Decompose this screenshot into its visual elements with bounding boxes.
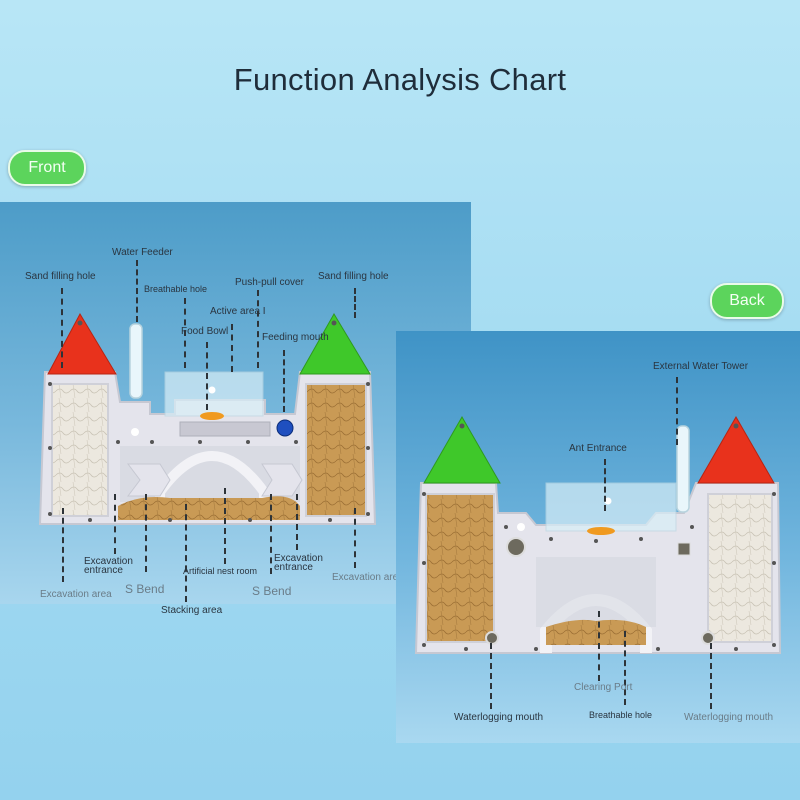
front-label-artificial-nest-room: Artificial nest room bbox=[183, 566, 258, 576]
back-leader-breathable bbox=[624, 631, 626, 705]
front-leader-food-bowl bbox=[206, 342, 208, 410]
front-leader-excavation-area-right bbox=[354, 508, 356, 568]
back-waterlogging-mouth-left-port bbox=[485, 631, 499, 645]
front-label-excavation-area-left: Excavation area bbox=[40, 589, 112, 600]
back-waterlogging-mouth-right-port bbox=[701, 631, 715, 645]
front-leader-water-feeder bbox=[136, 260, 138, 322]
front-formicarium-illustration bbox=[38, 312, 377, 525]
back-leader-waterlogging-right bbox=[710, 643, 712, 709]
back-side-port bbox=[677, 542, 691, 556]
back-leader-clearing-port bbox=[598, 611, 600, 681]
front-leader-s-bend-right bbox=[270, 494, 272, 574]
back-green-roof bbox=[423, 415, 501, 484]
back-red-roof bbox=[697, 415, 775, 484]
back-leader-water-tower bbox=[676, 377, 678, 445]
front-label-water-feeder: Water Feeder bbox=[112, 247, 173, 258]
front-leader-stacking bbox=[185, 504, 187, 602]
front-label-feeding-mouth: Feeding mouth bbox=[262, 332, 329, 343]
back-external-water-tower bbox=[676, 425, 690, 513]
front-label-stacking-area: Stacking area bbox=[161, 605, 223, 616]
front-leader-active bbox=[231, 324, 233, 372]
back-label-external-water-tower: External Water Tower bbox=[653, 361, 749, 372]
front-leader-breathable bbox=[184, 298, 186, 368]
back-leader-waterlogging-left bbox=[490, 643, 492, 709]
front-label-excavation-entrance-left-1: Excavation bbox=[84, 556, 133, 567]
front-label-food-bowl: Food Bowl bbox=[181, 326, 229, 337]
front-red-roof bbox=[47, 312, 117, 375]
front-label-sand-filling-hole-left: Sand filling hole bbox=[25, 271, 96, 282]
front-leader-excavation-entrance-left bbox=[114, 494, 116, 554]
front-view-button[interactable]: Front bbox=[8, 150, 86, 186]
back-label-waterlogging-mouth-right: Waterlogging mouth bbox=[684, 712, 774, 723]
front-leader-sand-right bbox=[354, 288, 356, 318]
front-leader-push-pull bbox=[257, 290, 259, 368]
back-ant-entrance-port bbox=[506, 537, 526, 557]
front-leader-excavation-area-left bbox=[62, 508, 64, 582]
front-label-excavation-entrance-right-2: entrance bbox=[274, 562, 313, 573]
back-formicarium-illustration bbox=[414, 415, 782, 654]
front-label-s-bend-right: S Bend bbox=[252, 584, 292, 598]
front-label-active-area: Active area I bbox=[210, 306, 266, 317]
front-leader-sand-left bbox=[61, 288, 63, 368]
back-view-panel: External Water Tower Ant Entrance Cleari… bbox=[396, 331, 800, 743]
front-right-excavation-area bbox=[305, 383, 367, 517]
front-feeding-mouth-cap bbox=[276, 419, 294, 437]
front-view-panel: Water Feeder Sand filling hole Breathabl… bbox=[0, 202, 471, 604]
back-leader-ant-entrance bbox=[604, 459, 606, 511]
front-s-bend-right bbox=[261, 463, 303, 497]
back-label-ant-entrance: Ant Entrance bbox=[569, 443, 627, 454]
front-green-roof bbox=[299, 313, 371, 375]
back-left-sand-area bbox=[425, 493, 495, 643]
back-view-button[interactable]: Back bbox=[710, 283, 784, 319]
front-label-breathable-hole: Breathable hole bbox=[144, 284, 208, 294]
front-label-sand-filling-hole-right: Sand filling hole bbox=[318, 271, 389, 282]
front-label-excavation-entrance-right-1: Excavation bbox=[274, 553, 323, 564]
page-title: Function Analysis Chart bbox=[233, 62, 567, 97]
front-label-push-pull-cover: Push-pull cover bbox=[235, 277, 304, 288]
back-label-waterlogging-mouth-left: Waterlogging mouth bbox=[454, 712, 544, 723]
back-label-clearing-port: Clearing Port bbox=[574, 682, 633, 693]
front-water-feeder-tube bbox=[129, 323, 143, 399]
front-food-bowl bbox=[200, 412, 224, 420]
front-left-excavation-area bbox=[51, 383, 109, 517]
front-leader-s-bend-left bbox=[145, 494, 147, 572]
front-label-s-bend-left: S Bend bbox=[125, 582, 165, 596]
front-label-excavation-area-right: Excavation area bbox=[332, 572, 404, 583]
front-leader-feeding bbox=[283, 350, 285, 412]
back-food-bowl bbox=[587, 527, 615, 535]
back-right-white-area bbox=[707, 493, 773, 643]
back-label-breathable-hole: Breathable hole bbox=[589, 710, 653, 720]
front-label-excavation-entrance-left-2: entrance bbox=[84, 565, 123, 576]
front-leader-nest bbox=[224, 488, 226, 564]
front-leader-excavation-entrance-right bbox=[296, 494, 298, 550]
front-s-bend-left bbox=[127, 463, 171, 497]
